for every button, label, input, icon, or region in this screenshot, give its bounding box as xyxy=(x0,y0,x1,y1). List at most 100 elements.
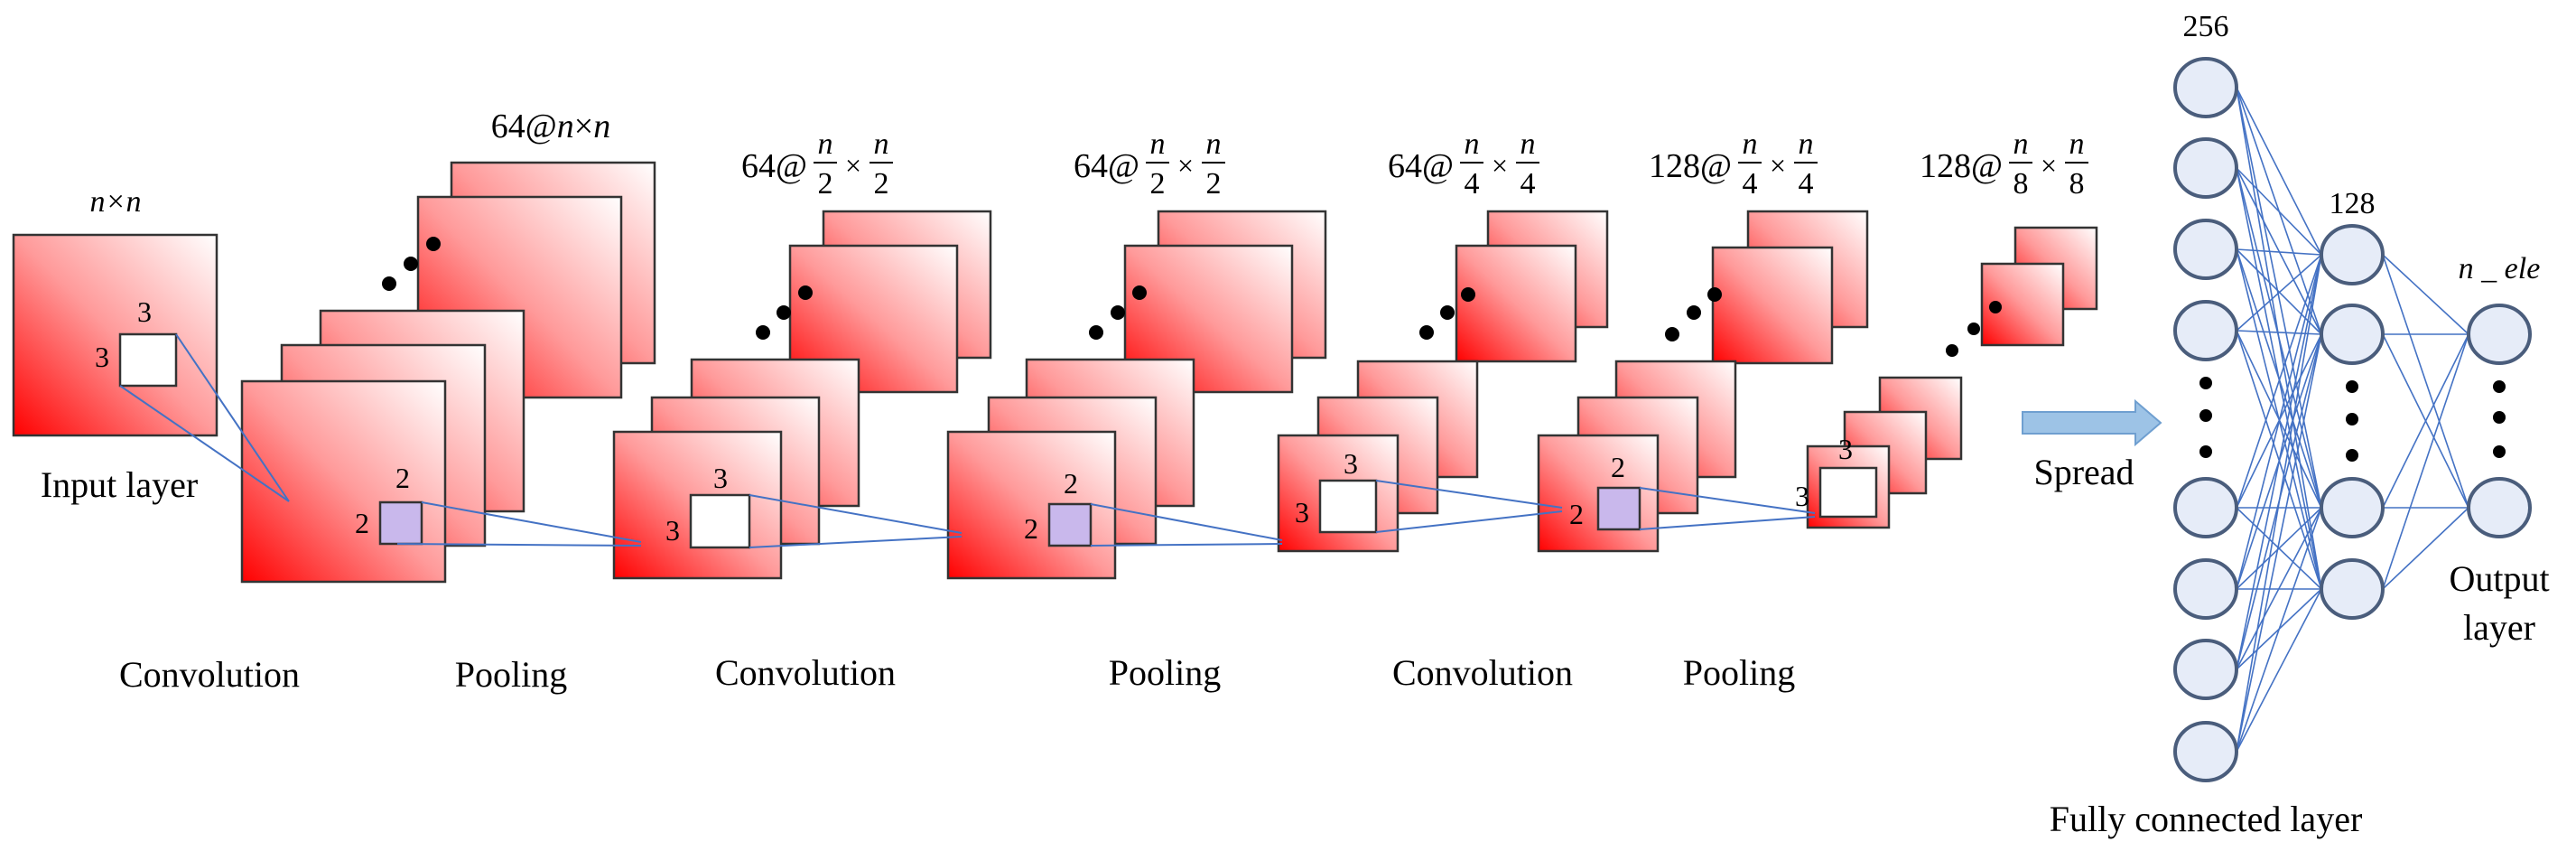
ellipsis-dot xyxy=(1665,327,1679,341)
stage-pool-2: 3 3 64@ n 4 × n 4 xyxy=(1277,127,1609,553)
ellipsis-dot xyxy=(382,276,396,291)
fc-connection xyxy=(2236,87,2322,509)
stage-label-pooling-3: Pooling xyxy=(1683,652,1795,693)
fc-neuron xyxy=(2467,477,2532,538)
pool1-window xyxy=(689,493,751,549)
fc-neuron xyxy=(2320,558,2385,620)
ellipsis-dot xyxy=(1687,305,1701,320)
fc-neuron xyxy=(2173,219,2238,280)
ellipsis-dot xyxy=(1967,323,1980,335)
svg-text:64@: 64@ xyxy=(1074,147,1139,185)
stage-label-convolution-2: Convolution xyxy=(715,652,896,693)
svg-text:n: n xyxy=(1520,127,1536,161)
ellipsis-dot xyxy=(2493,445,2506,458)
ellipsis-dot xyxy=(2346,449,2358,462)
fc-connection xyxy=(2236,167,2322,256)
svg-text:8: 8 xyxy=(2069,167,2085,201)
spread-arrow: Spread xyxy=(2022,398,2162,492)
stage-pool-1: 3 3 64@ n 2 × n 2 xyxy=(612,127,992,580)
svg-text:×: × xyxy=(1770,149,1786,182)
arrow-right-icon xyxy=(2022,398,2162,447)
conv1-shape-label: 64@n×n xyxy=(491,108,610,145)
svg-text:2: 2 xyxy=(1150,167,1166,201)
stage-pool-3: 3 3 128@ n 8 × n 8 xyxy=(1795,127,2098,529)
input-window-dim-top: 3 xyxy=(137,295,152,328)
fully-connected-layer-label: Fully connected layer xyxy=(2050,799,2363,839)
stage-conv-2: 2 2 64@ n 2 × n 2 xyxy=(946,127,1327,580)
ellipsis-dot xyxy=(756,325,770,340)
svg-text:n: n xyxy=(1465,127,1480,161)
ellipsis-dot xyxy=(426,237,441,251)
ellipsis-dot xyxy=(1461,287,1475,302)
ellipsis-dot xyxy=(2346,413,2358,426)
fc-connection xyxy=(2236,87,2322,256)
svg-text:n: n xyxy=(2069,127,2085,161)
fc-connection xyxy=(2382,254,2469,335)
svg-text:128@: 128@ xyxy=(1920,147,2003,185)
fc-neuron xyxy=(2173,639,2238,700)
input-window xyxy=(118,332,178,388)
pool3-window-dim-top: 3 xyxy=(1838,433,1853,465)
conv1-window-dim-top: 2 xyxy=(395,462,410,494)
svg-text:×: × xyxy=(845,149,861,182)
fc-connection xyxy=(2236,333,2322,753)
fc-connection xyxy=(2236,254,2322,332)
ellipsis-dot xyxy=(798,285,813,300)
ellipsis-dot xyxy=(2493,411,2506,424)
pool3-window-dim-left: 3 xyxy=(1795,480,1809,512)
svg-text:4: 4 xyxy=(1465,167,1480,201)
fc-connection xyxy=(2236,588,2322,753)
svg-text:×: × xyxy=(1492,149,1508,182)
conv2-shape-label: 64@ n 2 × n 2 xyxy=(1074,127,1225,201)
input-layer-label: Input layer xyxy=(41,464,198,505)
conv3-window xyxy=(1596,486,1641,531)
fc-connection xyxy=(2382,254,2469,509)
fc-connection xyxy=(2236,167,2322,509)
ellipsis-dot xyxy=(1132,285,1147,300)
fc-layer-128-size: 128 xyxy=(2330,187,2376,220)
svg-text:n: n xyxy=(874,127,889,161)
pool2-window xyxy=(1318,479,1378,534)
fc-neuron xyxy=(2173,300,2238,361)
ellipsis-dot xyxy=(1440,305,1455,320)
svg-text:8: 8 xyxy=(2013,167,2029,201)
fc-connection xyxy=(2236,507,2322,753)
svg-text:2: 2 xyxy=(874,167,889,201)
ellipsis-dot xyxy=(2346,380,2358,393)
fc-neuron xyxy=(2320,224,2385,285)
stage-label-pooling-2: Pooling xyxy=(1109,652,1221,693)
ellipsis-dot xyxy=(1946,344,1958,357)
pool1-shape-label: 64@ n 2 × n 2 xyxy=(741,127,893,201)
fc-connections xyxy=(2236,87,2469,753)
fc-neuron xyxy=(2173,721,2238,782)
fc-connection xyxy=(2382,333,2469,509)
conv1-window xyxy=(378,500,423,546)
stage-conv-3: 2 2 128@ n 4 × n 4 xyxy=(1537,127,1869,553)
conv3-window-dim-top: 2 xyxy=(1611,451,1625,483)
output-layer-label-line2: layer xyxy=(2463,607,2535,648)
input-window-dim-left: 3 xyxy=(95,341,109,373)
fc-layer-256-size: 256 xyxy=(2183,10,2229,43)
ellipsis-dot xyxy=(1707,287,1722,302)
fc-neuron xyxy=(2173,57,2238,118)
svg-text:n: n xyxy=(2013,127,2029,161)
ellipsis-dot xyxy=(2199,377,2212,389)
fc-neuron xyxy=(2467,304,2532,365)
stage-label-convolution-3: Convolution xyxy=(1392,652,1573,693)
ellipsis-dot xyxy=(2199,445,2212,458)
ellipsis-dot xyxy=(1989,301,2002,313)
pool3-shape-label: 128@ n 8 × n 8 xyxy=(1920,127,2088,201)
fc-neuron xyxy=(2173,137,2238,199)
pool3-window xyxy=(1818,466,1878,519)
fc-layer-256: 256 xyxy=(2173,10,2238,782)
fc-connection xyxy=(2382,507,2469,590)
svg-text:2: 2 xyxy=(818,167,833,201)
pool1-window-dim-left: 3 xyxy=(665,514,680,547)
fc-connection xyxy=(2236,254,2322,753)
svg-text:4: 4 xyxy=(1520,167,1536,201)
input-size-label: n×n xyxy=(90,185,142,219)
ellipsis-dot xyxy=(2199,409,2212,422)
pool2-window-dim-left: 3 xyxy=(1295,496,1309,528)
stage-label-convolution-1: Convolution xyxy=(119,654,300,695)
